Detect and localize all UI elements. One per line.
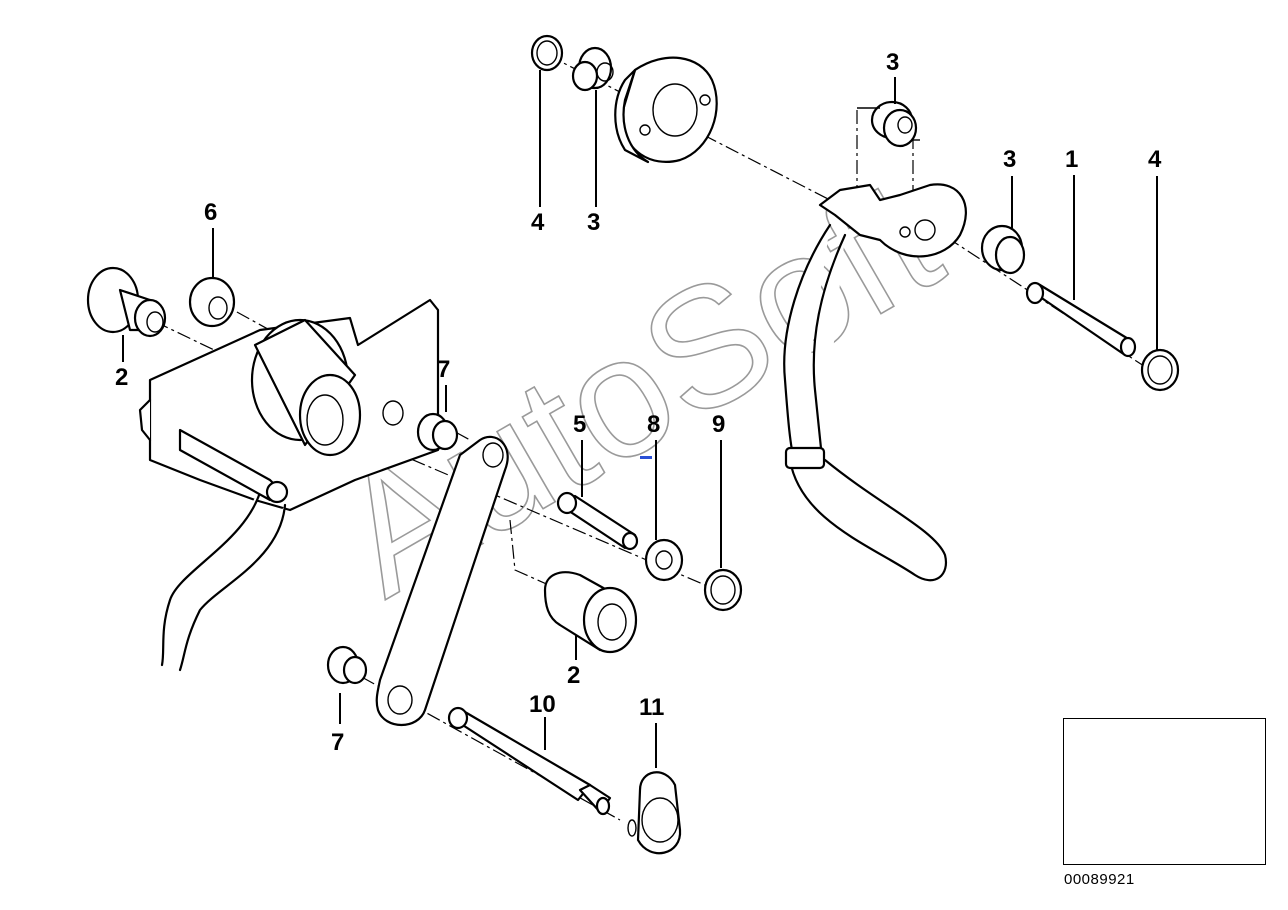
part-bushing-top: [571, 46, 614, 92]
callout-4-right: 4: [1148, 146, 1162, 173]
callout-2-lower: 2: [567, 662, 580, 689]
part-lever-pin: [447, 706, 612, 816]
callout-4-top: 4: [531, 209, 545, 236]
part-bushing-upper-right: [870, 100, 918, 148]
part-bushing-middle: [416, 412, 459, 452]
callout-7-lower: 7: [331, 729, 344, 756]
callout-3-top: 3: [587, 209, 600, 236]
part-spacer: [188, 276, 236, 328]
part-end-cap: [627, 771, 682, 855]
brake-pedal-assembly: [783, 183, 967, 582]
part-bolt: [556, 491, 639, 551]
part-circlip-top: [530, 34, 564, 72]
callout-1: 1: [1065, 146, 1078, 173]
callout-10: 10: [529, 691, 556, 718]
inset-frame: [1063, 718, 1266, 865]
center-marker: [640, 456, 652, 459]
part-pivot-pin: [1025, 281, 1137, 358]
callout-2-left: 2: [115, 364, 128, 391]
callouts: 1 2 2 3 3 3 4 4 5 6 7 7 8 9 10 11: [115, 49, 1162, 756]
leader-lines: [122, 70, 1158, 768]
clutch-pedal-assembly: [138, 298, 440, 672]
part-clip: [703, 568, 743, 612]
part-bushing-lower: [326, 645, 368, 685]
part-bushing-right: [980, 224, 1026, 275]
part-washer: [644, 538, 684, 582]
callout-3-upper-right: 3: [886, 49, 899, 76]
callout-5: 5: [573, 411, 586, 438]
callout-8: 8: [647, 411, 660, 438]
callout-3-right: 3: [1003, 146, 1016, 173]
part-flanged-bushing-lower: [543, 571, 638, 654]
diagram-id-label: 00089921: [1064, 871, 1135, 888]
lever-arm: [375, 435, 509, 726]
callout-7-middle: 7: [437, 356, 450, 383]
part-circlip-right: [1140, 348, 1180, 392]
callout-6: 6: [204, 199, 217, 226]
callout-11: 11: [639, 694, 664, 721]
bearing-flange: [614, 56, 718, 164]
callout-9: 9: [712, 411, 725, 438]
part-flanged-bushing-left: [86, 266, 167, 338]
